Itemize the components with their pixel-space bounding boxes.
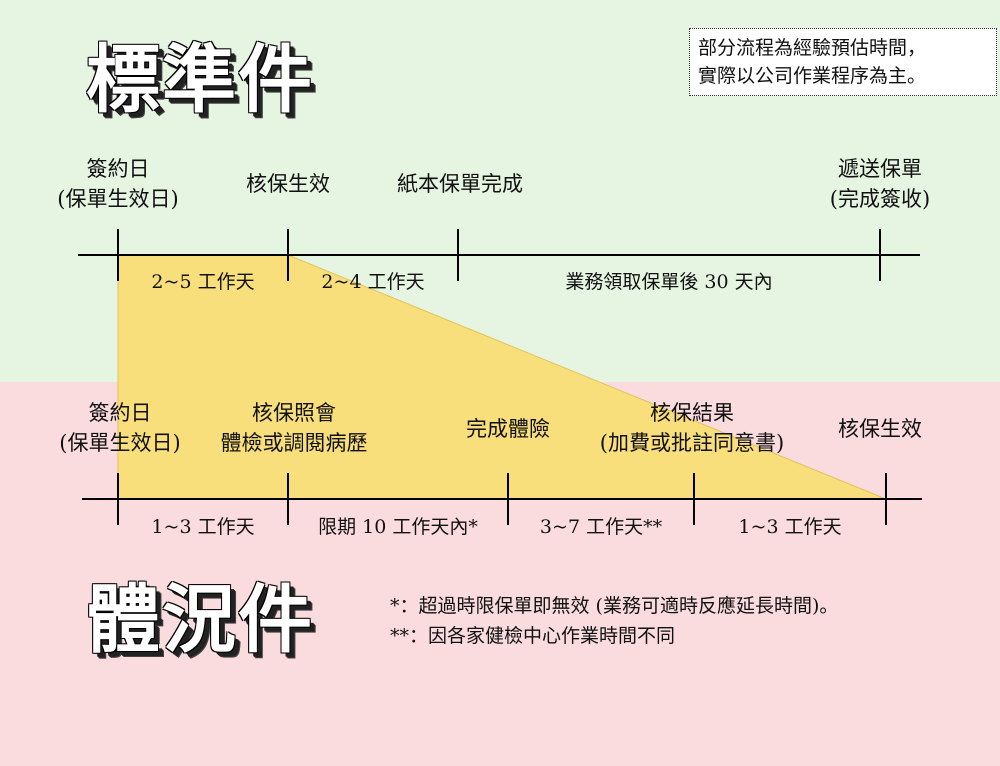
medical-segment-4: 1~3 工作天: [738, 516, 842, 538]
standard-segment-2: 2~4 工作天: [321, 271, 425, 293]
medical-event-underwriting-result: 核保結果 (加費或批註同意書): [599, 401, 785, 455]
standard-title: 標準件: [86, 37, 314, 123]
note-box: 部分流程為經驗預估時間， 實際以公司作業程序為主。: [689, 28, 997, 96]
standard-event-underwriting-effective: 核保生效: [246, 172, 330, 196]
footnote-1: *：超過時限保單即無效 (業務可適時反應延長時間)。: [390, 595, 839, 617]
medical-event-underwriting-inquiry: 核保照會 體檢或調閱病歷: [220, 401, 368, 455]
medical-segment-2: 限期 10 工作天內*: [318, 516, 478, 538]
note-line-1: 部分流程為經驗預估時間，: [698, 37, 927, 59]
note-line-2: 實際以公司作業程序為主。: [698, 65, 927, 87]
medical-event-underwriting-effective: 核保生效: [838, 417, 922, 441]
standard-event-delivery: 遞送保單 (完成簽收): [829, 157, 931, 211]
medical-title: 體況件: [86, 577, 314, 663]
standard-segment-3: 業務領取保單後 30 天內: [565, 271, 773, 293]
medical-event-signing: 簽約日 (保單生效日): [59, 401, 181, 455]
standard-event-paper-policy: 紙本保單完成: [397, 172, 523, 196]
medical-event-exam-complete: 完成體險: [466, 417, 550, 441]
medical-segment-3: 3~7 工作天**: [539, 516, 663, 538]
standard-event-signing: 簽約日 (保單生效日): [57, 157, 179, 211]
footnote-2: **：因各家健檢中心作業時間不同: [390, 625, 676, 647]
medical-segment-1: 1~3 工作天: [151, 516, 255, 538]
standard-segment-1: 2~5 工作天: [151, 271, 255, 293]
